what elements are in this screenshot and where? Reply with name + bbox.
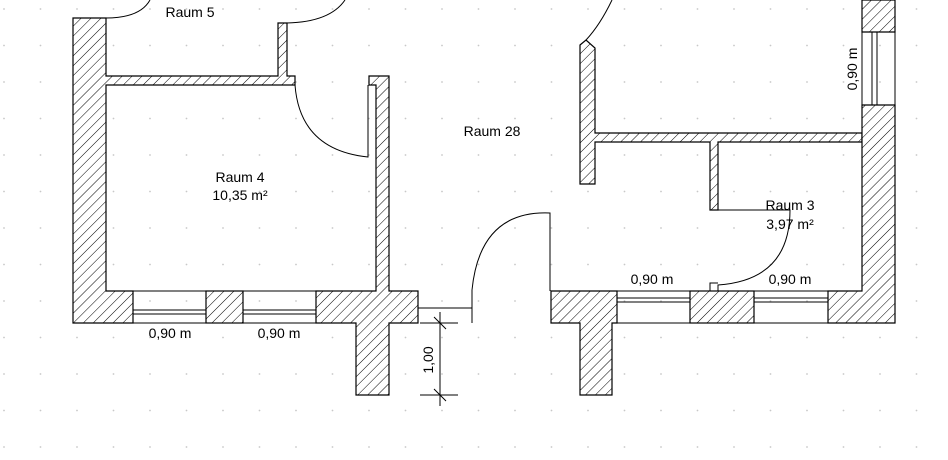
door-swing-raum28 <box>585 0 613 41</box>
room-label-raum4: Raum 4 <box>215 169 264 185</box>
door-swing-raum5-right <box>286 0 346 24</box>
door-swing-entrance <box>418 212 551 323</box>
wall-pier <box>689 290 755 324</box>
window-width-label: 0,90 m <box>258 325 301 341</box>
wall-pier <box>205 290 244 324</box>
room-label-raum5: Raum 5 <box>165 4 214 20</box>
window <box>242 290 317 324</box>
dimension-value: 1,00 <box>420 346 436 373</box>
window <box>753 290 829 324</box>
room-area-raum4: 10,35 m² <box>212 187 268 203</box>
windows <box>132 31 896 324</box>
door-swing-raum4 <box>294 84 369 158</box>
window-width-label: 0,90 m <box>149 325 192 341</box>
walls <box>72 0 896 396</box>
room-label-raum3: Raum 3 <box>765 197 814 213</box>
wall-partition <box>579 39 863 211</box>
wall-right <box>861 0 896 33</box>
wall-right-raum4 <box>315 75 419 396</box>
room-label-raum28: Raum 28 <box>464 123 521 139</box>
doors <box>105 0 791 323</box>
window <box>616 290 691 324</box>
room-area-raum3: 3,97 m² <box>766 216 814 232</box>
window-width-label: 0,90 m <box>844 48 860 91</box>
dimension-line <box>420 312 458 406</box>
window <box>132 290 207 324</box>
window-width-label: 0,90 m <box>769 271 812 287</box>
door-swing-raum5-left <box>105 0 151 19</box>
window <box>861 31 896 106</box>
window-width-label: 0,90 m <box>631 271 674 287</box>
door-swing-raum3 <box>709 209 791 292</box>
